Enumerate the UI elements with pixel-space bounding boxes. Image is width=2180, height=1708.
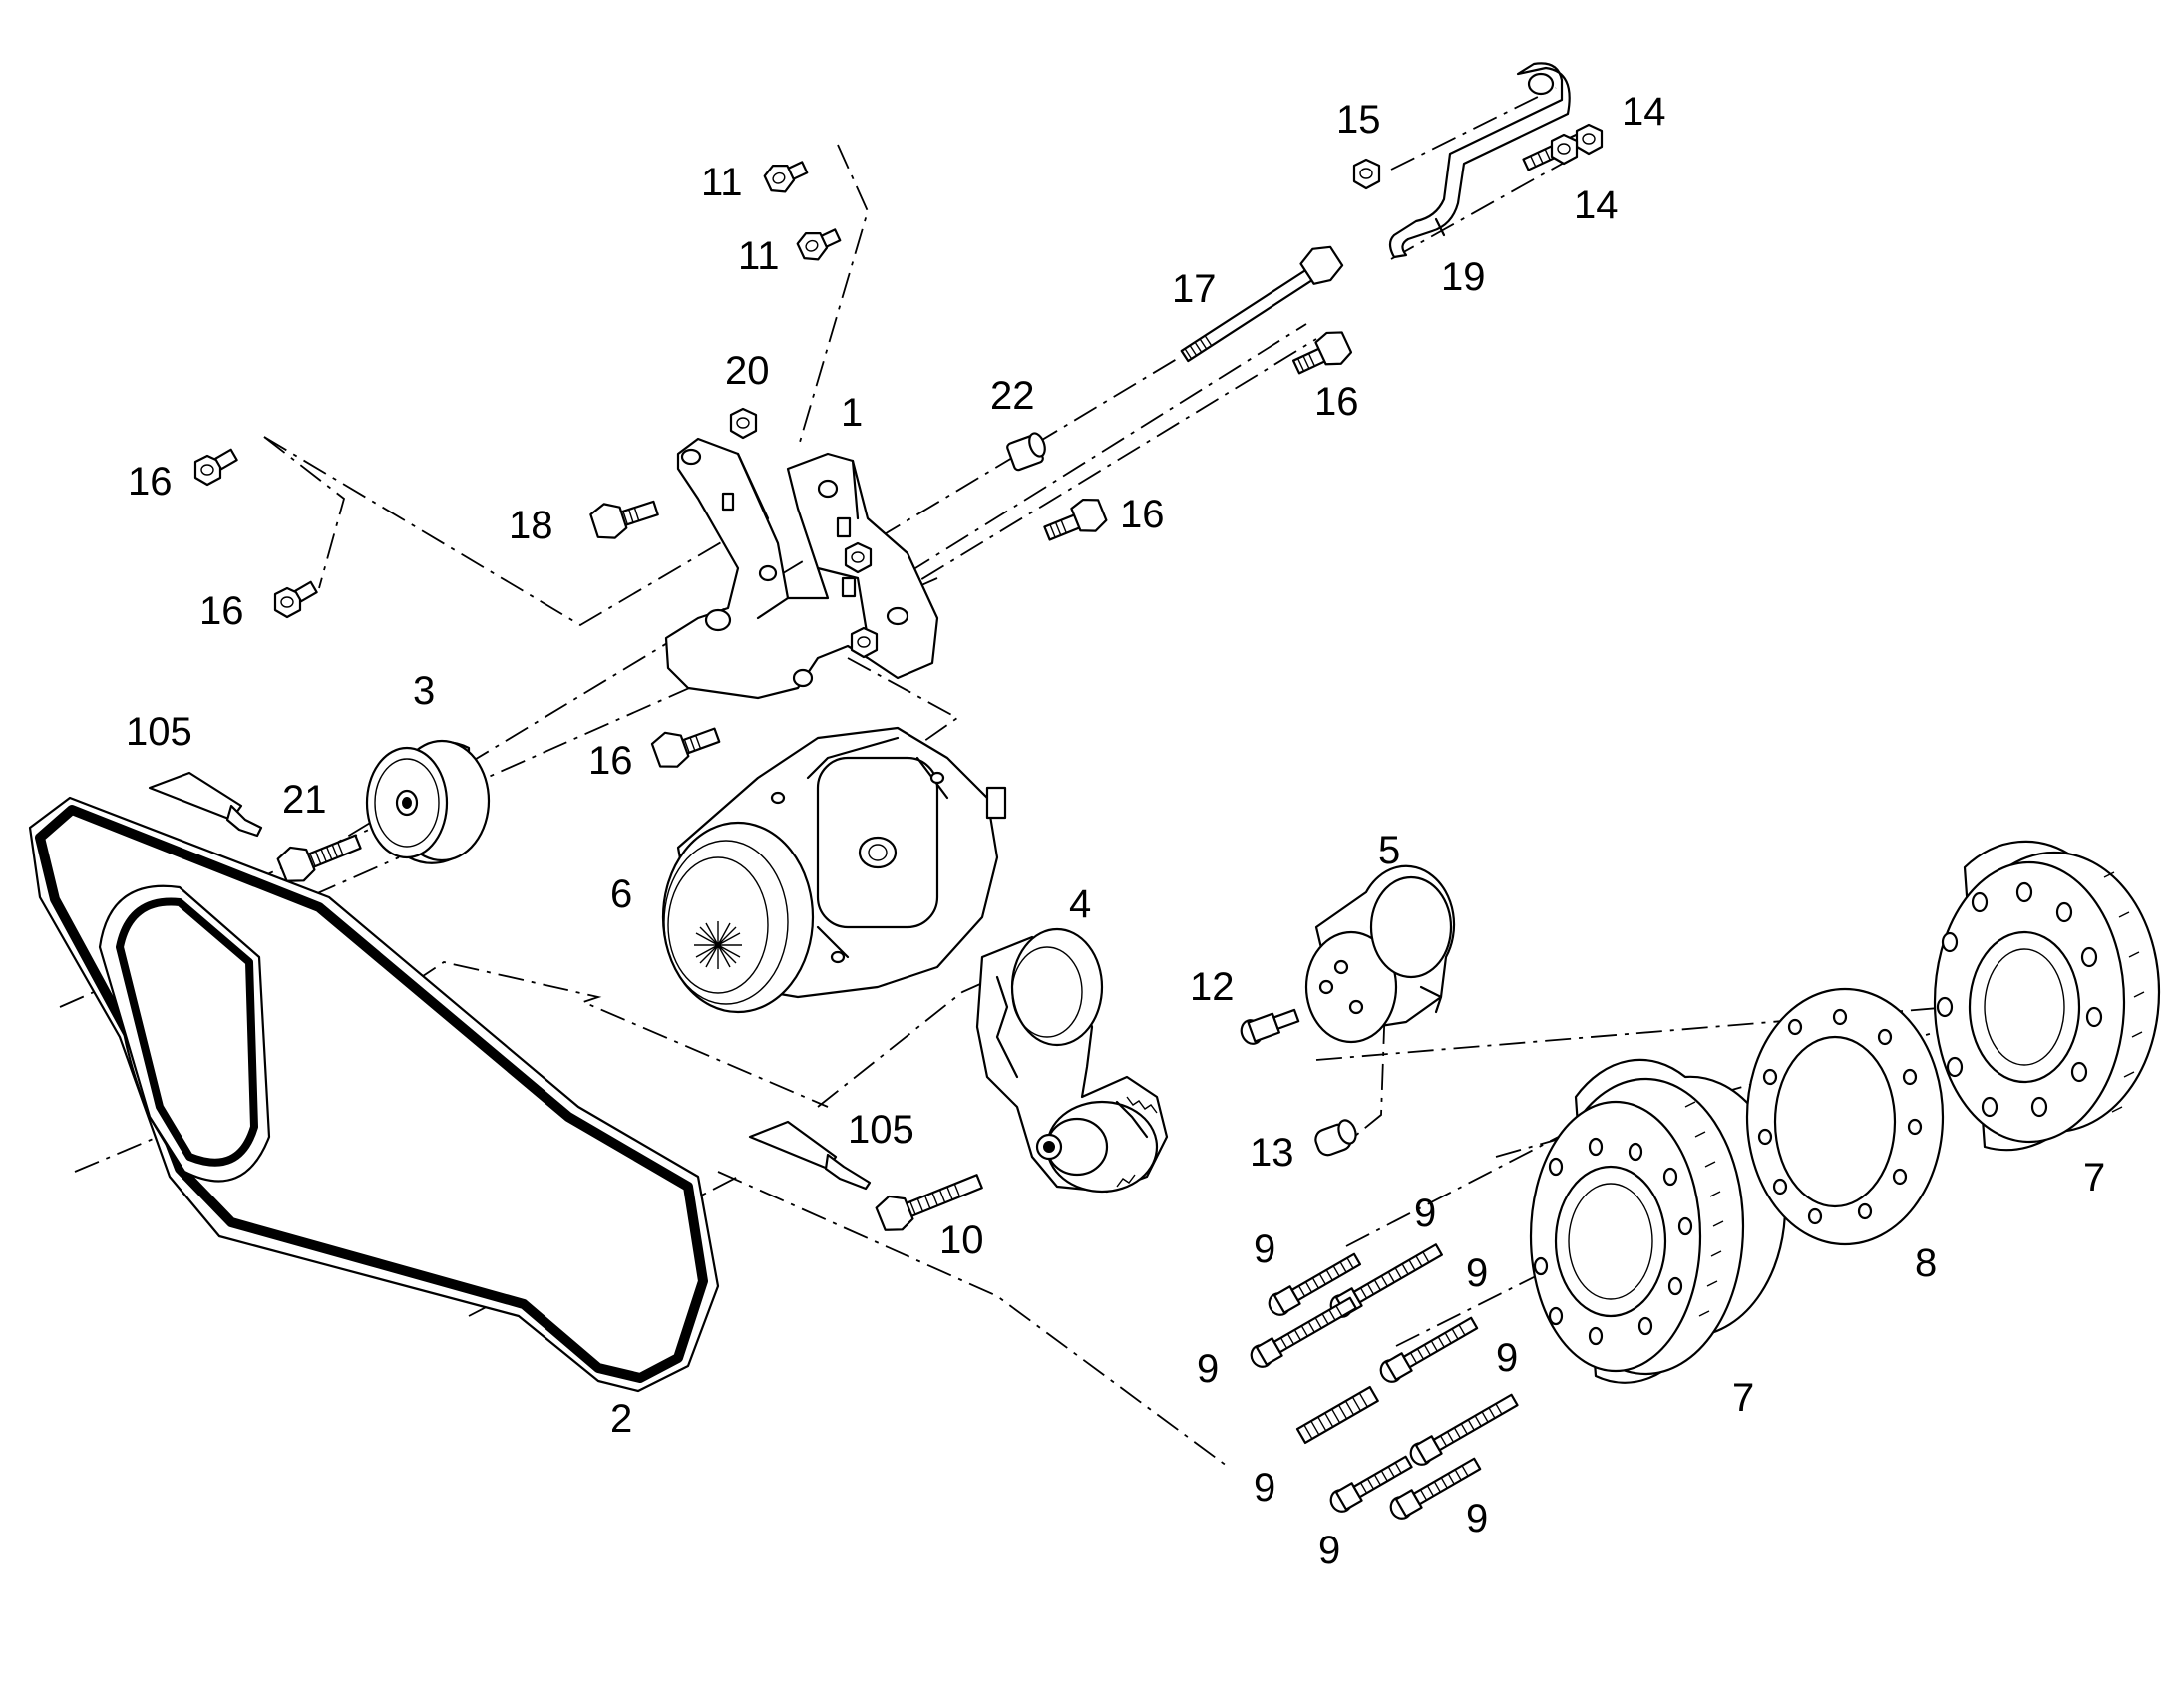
callout-3: 3: [413, 669, 435, 713]
bolt-16-left-upper: [193, 448, 238, 487]
callout-21: 21: [282, 778, 327, 822]
callout-22: 22: [990, 374, 1035, 418]
callout-1: 1: [841, 391, 863, 435]
bolt-11-upper: [761, 159, 809, 198]
crank-pulley-7-front: [1529, 1058, 1787, 1384]
nut-20: [729, 407, 758, 440]
pump-5: [1304, 864, 1456, 1044]
belt-tensioner-4: [975, 927, 1169, 1194]
belt-2: [28, 796, 720, 1393]
callout-labels: 11 11 15 14 14 19 17 20 1 22 16 16 18 16…: [126, 90, 2105, 1572]
screw-12: [1240, 1008, 1300, 1045]
bolt-18: [589, 500, 659, 539]
bolt-16-left-lower: [273, 580, 318, 619]
crank-pulley-7-rear: [1933, 840, 2161, 1152]
callout-16: 16: [1120, 493, 1165, 536]
callout-105: 105: [126, 710, 192, 754]
bolt-10: [875, 1174, 983, 1231]
screws-9: [1250, 1243, 1519, 1520]
callout-8: 8: [1915, 1241, 1937, 1285]
spacer-plate-8: [1745, 987, 1945, 1246]
bracket-1: [664, 437, 939, 700]
callout-18: 18: [509, 504, 553, 547]
callout-19: 19: [1441, 255, 1486, 299]
callout-16: 16: [128, 460, 173, 504]
callout-14: 14: [1574, 183, 1619, 227]
callout-9: 9: [1466, 1251, 1488, 1295]
bracket-19: [1388, 62, 1571, 259]
bolt-11-lower: [794, 226, 842, 266]
bolt-16-upper-right: [1291, 331, 1353, 375]
callout-9: 9: [1254, 1466, 1275, 1510]
callout-10: 10: [939, 1218, 984, 1262]
bolt-14-pair: [1522, 123, 1604, 171]
callout-9: 9: [1414, 1192, 1436, 1235]
callout-9: 9: [1254, 1227, 1275, 1271]
bolt-17: [1180, 245, 1344, 363]
callout-9: 9: [1318, 1529, 1340, 1572]
pin-13: [1314, 1119, 1357, 1157]
bolt-21: [276, 834, 362, 882]
callout-11: 11: [701, 161, 743, 204]
callout-6: 6: [610, 872, 632, 916]
compressor-6: [661, 726, 1007, 1014]
callout-5: 5: [1378, 829, 1400, 872]
callout-4: 4: [1069, 882, 1091, 926]
sealant-tube-105-lower: [748, 1120, 872, 1191]
idler-pulley-3: [365, 739, 491, 864]
bushing-22: [1006, 432, 1046, 472]
callout-7: 7: [2083, 1156, 2105, 1199]
callout-2: 2: [610, 1397, 632, 1441]
callout-7: 7: [1732, 1376, 1754, 1420]
sealant-tube-105-upper: [148, 771, 263, 838]
bolt-16-middle: [1043, 498, 1108, 541]
callout-12: 12: [1190, 965, 1235, 1009]
callout-9: 9: [1197, 1347, 1219, 1391]
callout-9: 9: [1466, 1497, 1488, 1540]
bolt-16-lower: [650, 727, 721, 768]
callout-20: 20: [725, 349, 770, 393]
callout-13: 13: [1250, 1131, 1294, 1175]
callout-15: 15: [1336, 98, 1381, 142]
nut-15: [1352, 158, 1381, 190]
callout-14: 14: [1622, 90, 1666, 134]
callout-105: 105: [848, 1108, 914, 1152]
callout-16: 16: [588, 739, 633, 783]
callout-16: 16: [1314, 380, 1359, 424]
callout-9: 9: [1496, 1336, 1518, 1380]
callout-16: 16: [199, 589, 244, 633]
callout-17: 17: [1172, 267, 1217, 311]
callout-11: 11: [738, 234, 780, 278]
